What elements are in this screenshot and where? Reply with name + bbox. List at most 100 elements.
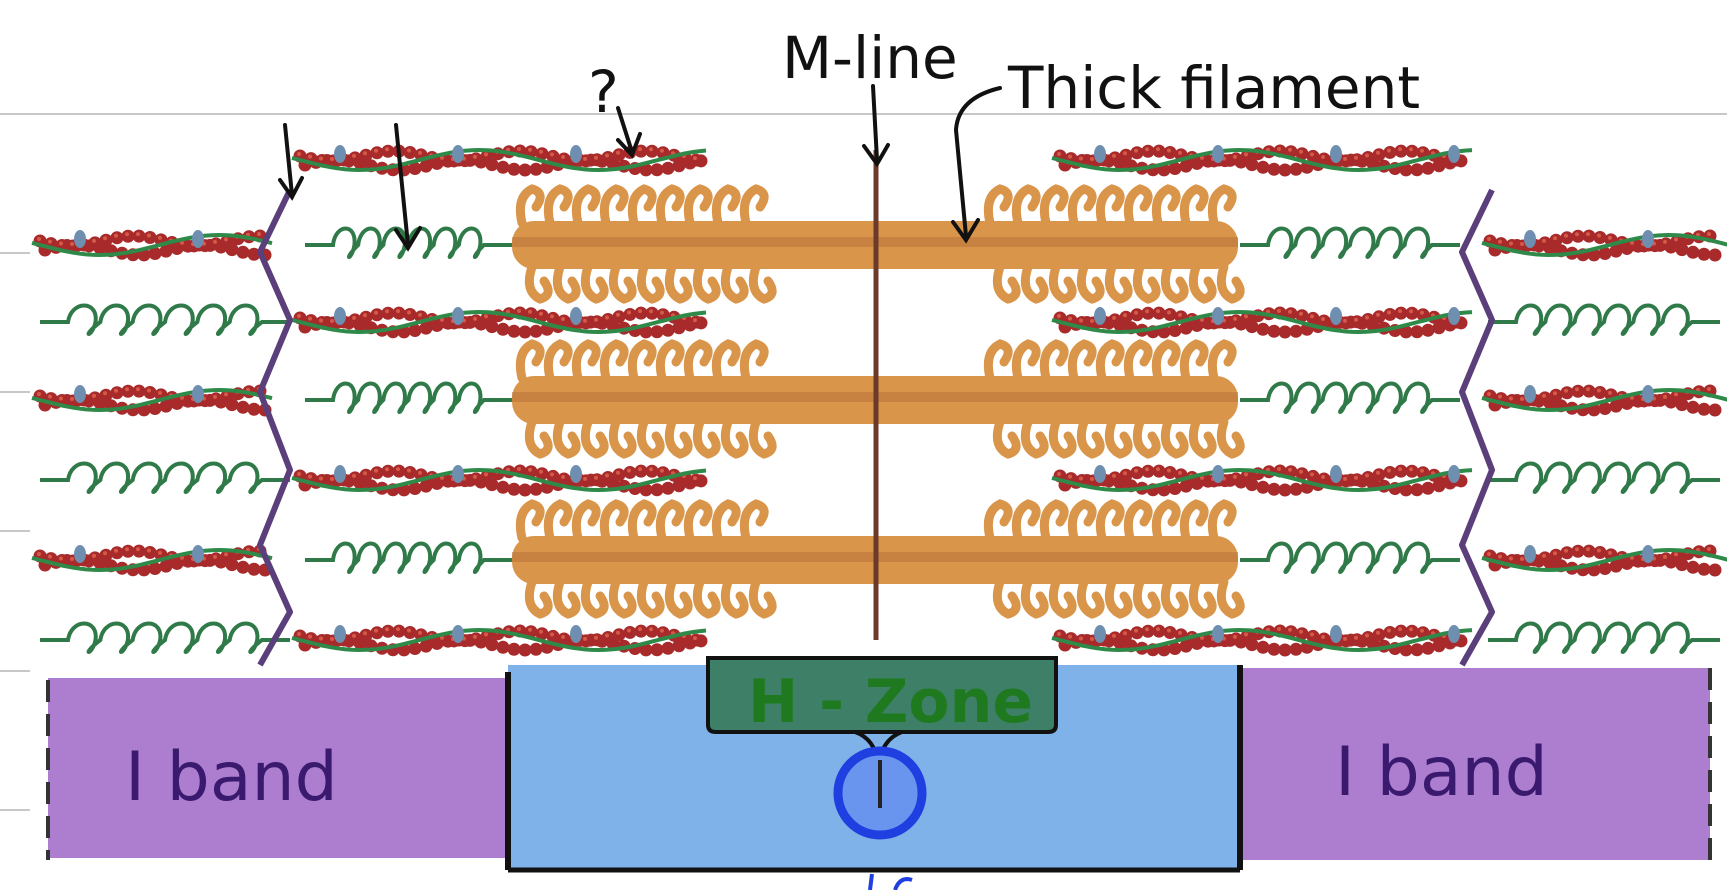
myosin-head — [664, 262, 693, 304]
actin-bead — [1420, 628, 1424, 633]
actin-bead — [92, 238, 96, 243]
actin-bead — [485, 158, 499, 172]
actin-bead — [1630, 395, 1634, 400]
actin-bead — [110, 386, 124, 400]
band-bar: I band I band H - Zone — [46, 656, 1712, 890]
actin-bead — [1310, 632, 1314, 637]
actin-bead — [1420, 468, 1424, 473]
actin-bead — [645, 306, 659, 320]
actin-bead — [517, 467, 521, 472]
actin-bead — [1399, 483, 1413, 497]
actin-bead — [518, 325, 532, 339]
actin-bead — [1420, 310, 1424, 315]
actin-bead — [236, 400, 250, 414]
myosin-head — [1179, 499, 1209, 543]
actin-bead — [623, 625, 637, 639]
actin-bead — [1068, 634, 1072, 639]
myosin-head — [1048, 262, 1077, 304]
actin-bead — [1233, 154, 1237, 159]
actin-bead — [1394, 464, 1408, 478]
actin-bead — [1405, 144, 1419, 158]
actin-bead — [408, 162, 422, 176]
actin-bead — [650, 163, 664, 177]
actin-bead — [370, 146, 384, 160]
actin-bead — [561, 634, 565, 639]
actin-bead — [1398, 627, 1402, 632]
actin-bead — [634, 464, 648, 478]
m-line-label: M-line — [782, 24, 958, 92]
myosin-head — [711, 184, 741, 228]
actin-bead — [1112, 315, 1116, 320]
actin-bead — [694, 154, 708, 168]
titin-spring — [1240, 541, 1460, 574]
actin-bead — [1079, 318, 1083, 323]
actin-bead — [37, 392, 41, 396]
actin-bead — [1343, 156, 1347, 161]
myosin-head — [1067, 499, 1097, 543]
myosin-head — [1160, 417, 1189, 459]
actin-bead — [627, 628, 631, 633]
myosin-head — [552, 577, 581, 619]
actin-bead — [1553, 551, 1557, 556]
actin-bead — [385, 147, 389, 152]
actin-bead — [485, 478, 499, 492]
actin-bead — [561, 474, 565, 479]
actin-bead — [1152, 624, 1166, 638]
actin-bead — [381, 464, 395, 478]
actin-bead — [147, 548, 151, 553]
actin-bead — [70, 241, 74, 246]
i-band-left — [48, 678, 508, 858]
actin-bead — [1278, 163, 1292, 177]
myosin-head — [683, 499, 713, 543]
actin-bead — [1686, 245, 1700, 259]
actin-bead — [37, 552, 41, 556]
actin-bead — [660, 468, 664, 473]
thin-filament — [1481, 384, 1727, 417]
actin-bead — [594, 317, 598, 322]
actin-bead — [180, 395, 184, 400]
actin-bead — [1278, 643, 1292, 657]
actin-bead — [1708, 403, 1722, 417]
actin-bead — [1141, 306, 1155, 320]
actin-bead — [1421, 481, 1435, 495]
actin-bead — [224, 237, 228, 242]
actin-bead — [103, 551, 107, 556]
actin-bead — [517, 627, 521, 632]
troponin — [1448, 145, 1460, 163]
myosin-head — [636, 262, 665, 304]
actin-bead — [418, 630, 422, 635]
actin-bead — [1674, 392, 1678, 397]
actin-bead — [363, 471, 367, 476]
titin-spring — [305, 381, 512, 414]
actin-bead — [359, 310, 373, 324]
actin-bead — [612, 148, 626, 162]
thin-filament — [1051, 464, 1473, 497]
actin-bead — [650, 483, 664, 497]
actin-bead — [583, 476, 587, 481]
myosin-head — [739, 339, 769, 383]
myosin-head — [636, 577, 665, 619]
actin-bead — [1289, 482, 1303, 496]
tropomyosin-strand — [291, 627, 707, 653]
myosin-head — [1011, 499, 1041, 543]
actin-bead — [224, 552, 228, 557]
actin-bead — [1387, 148, 1391, 153]
actin-bead — [1090, 318, 1094, 323]
troponin — [334, 625, 346, 643]
troponin — [1642, 230, 1654, 248]
actin-bead — [1560, 386, 1574, 400]
myosin-head — [1067, 184, 1097, 228]
troponin — [74, 385, 86, 403]
actin-bead — [496, 640, 510, 654]
actin-bead — [1598, 562, 1612, 576]
actin-bead — [1167, 628, 1171, 633]
actin-bead — [1405, 464, 1419, 478]
actin-bead — [627, 468, 631, 473]
actin-bead — [561, 316, 565, 321]
myosin-head — [711, 339, 741, 383]
actin-bead — [639, 643, 653, 657]
actin-bead — [485, 320, 499, 334]
actin-bead — [1178, 150, 1182, 155]
actin-bead — [1560, 546, 1574, 560]
actin-bead — [1410, 643, 1424, 657]
